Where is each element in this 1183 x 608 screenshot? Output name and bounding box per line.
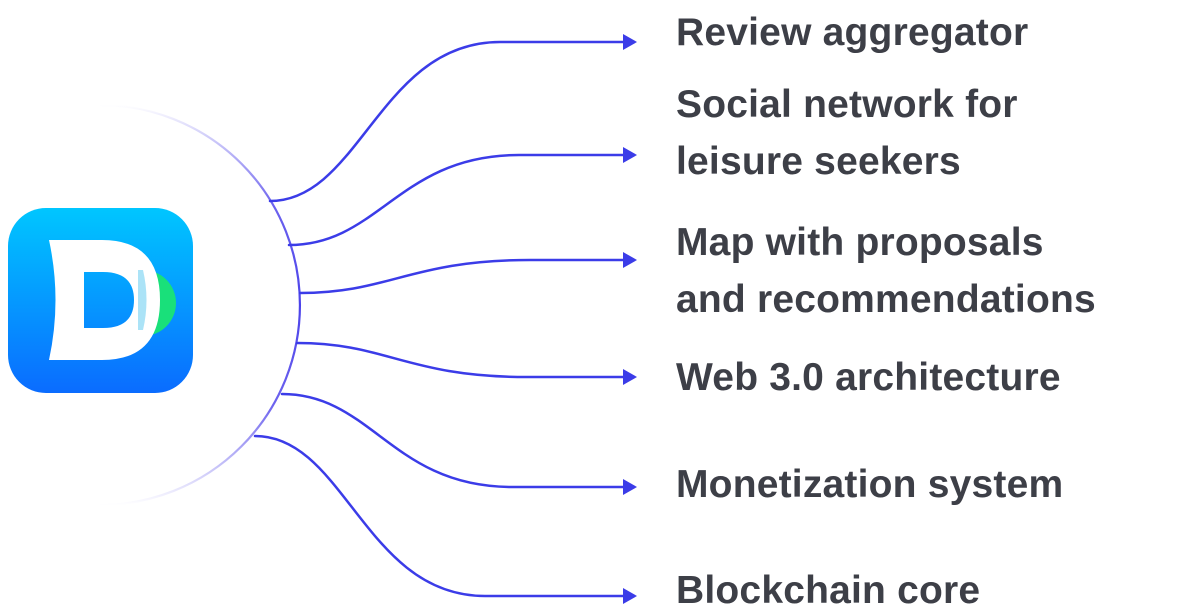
arrowhead-icon — [623, 369, 637, 385]
connector-line — [268, 40, 625, 203]
feature-label-line: Web 3.0 architecture — [676, 356, 1061, 399]
feature-label-line: Blockchain core — [676, 569, 981, 608]
feature-label-line: and recommendations — [676, 278, 1096, 321]
feature-label-line: Monetization system — [676, 463, 1064, 506]
connector-line — [253, 434, 625, 598]
connector-line — [295, 341, 625, 379]
feature-map-recommendations: Map with proposals and recommendations — [676, 214, 1096, 328]
arrowhead-icon — [623, 147, 637, 163]
connector-line — [287, 153, 625, 247]
feature-web3-architecture: Web 3.0 architecture — [676, 349, 1061, 406]
feature-label-line: Map with proposals — [676, 221, 1044, 264]
feature-label-line: Review aggregator — [676, 11, 1029, 54]
feature-monetization-system: Monetization system — [676, 456, 1063, 513]
feature-blockchain-core: Blockchain core — [676, 562, 980, 608]
feature-label-line: Social network for — [676, 83, 1018, 126]
app-logo-d-icon — [8, 208, 193, 393]
feature-label-line: leisure seekers — [676, 140, 961, 183]
connector-line — [280, 392, 625, 489]
hub-arc — [99, 103, 302, 507]
arrowhead-icon — [623, 588, 637, 604]
feature-review-aggregator: Review aggregator — [676, 4, 1028, 61]
arrowhead-icon — [623, 252, 637, 268]
arrowhead-icon — [623, 479, 637, 495]
arrowhead-icon — [623, 34, 637, 50]
feature-social-network: Social network for leisure seekers — [676, 76, 1018, 190]
connector-line — [298, 258, 625, 295]
connector-group — [253, 34, 637, 604]
